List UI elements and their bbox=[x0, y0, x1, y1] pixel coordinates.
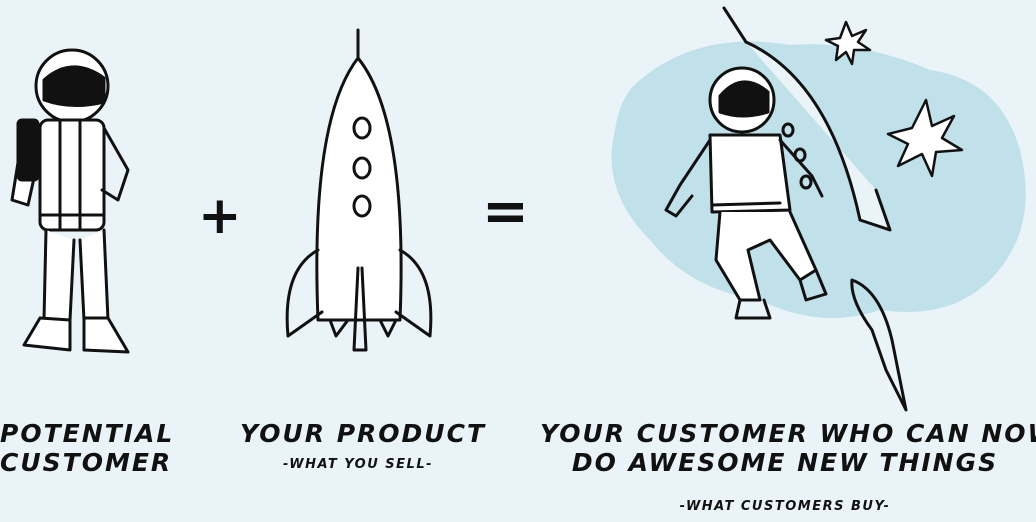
equals-operator: = bbox=[482, 179, 529, 244]
star-icon bbox=[886, 98, 964, 178]
product-sublabel: -what you sell- bbox=[282, 457, 434, 472]
result-label-line1: your customer who can now bbox=[540, 419, 1036, 448]
result-label-line2: do awesome new things bbox=[571, 447, 999, 477]
customer-label-line1: Potential bbox=[0, 419, 175, 448]
customer-label-line2: customer bbox=[0, 447, 173, 477]
star-icon bbox=[824, 20, 872, 66]
standing-astronaut bbox=[10, 48, 130, 354]
flying-astronaut bbox=[664, 6, 908, 412]
result-sublabel: -what customers buy- bbox=[679, 499, 891, 514]
result-label: your customer who can now do awesome new… bbox=[540, 419, 1036, 478]
plus-operator: + bbox=[198, 186, 242, 246]
customer-label: Potential customer bbox=[0, 419, 175, 478]
product-label: your product bbox=[240, 419, 486, 448]
rocket bbox=[285, 28, 433, 352]
